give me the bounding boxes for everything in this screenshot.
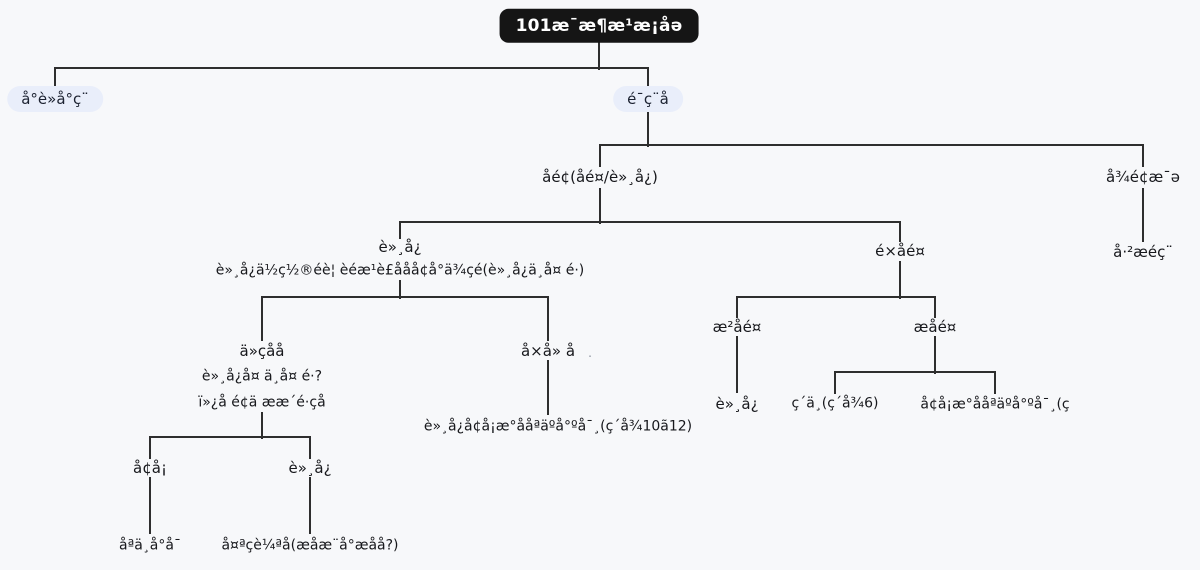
node-no-key: æ²åé¤ [712, 318, 762, 336]
node-axle-dimension: è»¸å¿å¢å¡æ°ååªäºå°ºå¯¸(ç´å¾10ã12) [423, 418, 693, 435]
connector-line [54, 67, 649, 69]
node-problem: é¯ç¨å [613, 86, 683, 112]
connector-line [647, 67, 649, 88]
node-stray-dot: . [588, 345, 592, 360]
connector-line [399, 280, 401, 299]
connector-line [736, 336, 738, 393]
connector-line [547, 296, 549, 341]
connector-line [54, 67, 56, 88]
connector-line [261, 412, 263, 439]
connector-line [149, 436, 311, 438]
connector-line [834, 371, 996, 373]
node-block-title: ä»çåå [239, 342, 285, 360]
connector-line [994, 371, 996, 394]
connector-line [736, 296, 936, 298]
connector-line [899, 221, 901, 242]
connector-line [599, 144, 1144, 146]
node-axle-3: è»¸å¿ [288, 459, 332, 477]
node-has-key: æåé¤ [913, 318, 957, 336]
connector-line [934, 296, 936, 318]
node-back-done: å·²æéç¨ [1113, 243, 1173, 261]
connector-line [934, 336, 936, 374]
connector-line [309, 477, 311, 534]
connector-line [261, 296, 549, 298]
connector-line [599, 144, 601, 167]
connector-line [261, 296, 263, 341]
node-pad-block: å¢å¡ [133, 459, 167, 477]
connector-line [599, 188, 601, 224]
node-lock-key: é×åé¤ [875, 242, 925, 260]
connector-line [899, 261, 901, 299]
connector-line [598, 41, 600, 70]
node-root: 101æ¯æ¶æ¹æ¡åə [499, 8, 699, 44]
connector-line [736, 296, 738, 318]
node-block-answer: ï»¿å é¢ä ææ´é·çå [198, 394, 326, 411]
node-back-side: å¾é¢æ¯ə [1106, 168, 1180, 186]
node-pad-dimension: å¢å¡æ°ååªäºå°ºå¯¸(ç [920, 396, 1070, 413]
connector-line [149, 436, 151, 459]
connector-line [834, 371, 836, 394]
connector-line [309, 436, 311, 459]
connector-line [1142, 188, 1144, 242]
node-chun-diameter: ç´ä¸(ç´å¾6) [791, 395, 879, 412]
node-axle-2: è»¸å¿ [715, 395, 759, 413]
node-block-question: è»¸å¿å¤ ä¸å¤ é·? [201, 368, 323, 385]
connector-line [1142, 144, 1144, 167]
node-small-program: å°è»å°ç¨ [7, 86, 103, 112]
connector-line [149, 477, 151, 534]
node-front-side: åé¢(åé¤/è»¸å¿) [542, 168, 658, 186]
connector-line [647, 111, 649, 147]
connector-line [399, 221, 401, 239]
node-pad-leaf: åªä¸å°å¯ [119, 537, 181, 554]
connector-line [547, 360, 549, 415]
node-axle-leaf: å¤ªçè¼ªå(æåæ¨å°æåå?) [221, 537, 399, 554]
node-quick-remove: å×å» å [520, 342, 576, 360]
node-axle-note: è»¸å¿ä½ç½®éè¦ èéæ¹è£ååå¢å°ä¾çé(è»¸å¿ä¸å¤… [215, 262, 585, 279]
node-axle: è»¸å¿ [378, 238, 422, 256]
connector-line [399, 221, 901, 223]
